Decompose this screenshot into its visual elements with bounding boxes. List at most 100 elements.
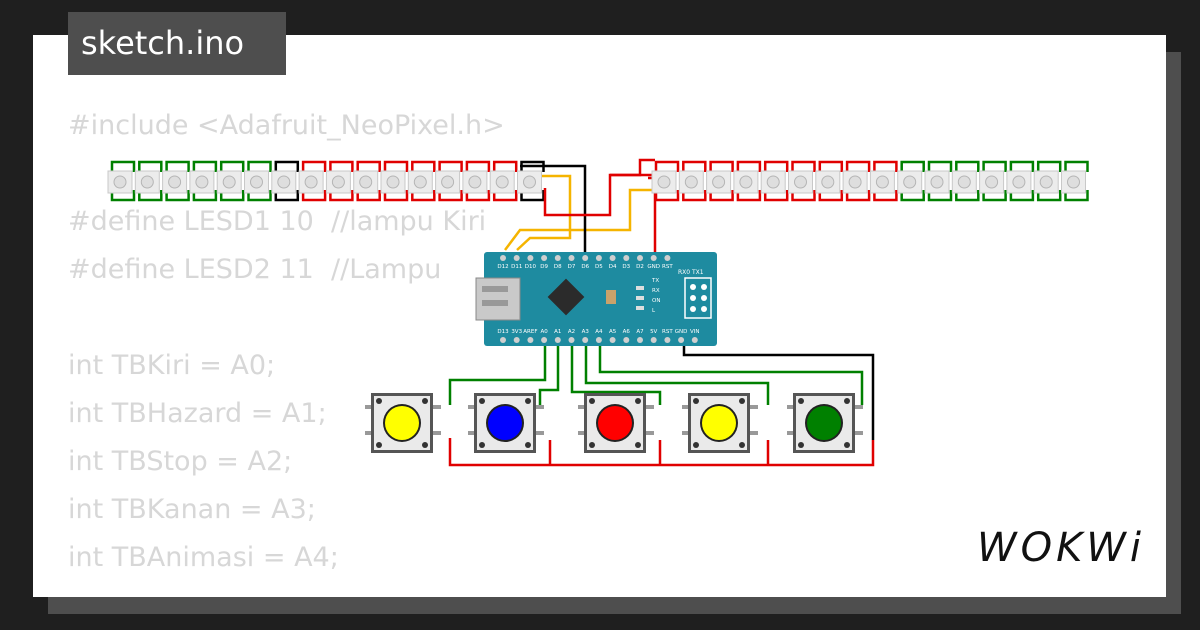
neopixel-lens xyxy=(168,175,182,189)
push-button[interactable] xyxy=(365,393,441,453)
push-button[interactable] xyxy=(787,393,863,453)
usb-connector xyxy=(475,277,521,321)
wire xyxy=(465,160,491,202)
pin[interactable] xyxy=(691,337,698,343)
wire xyxy=(682,338,875,440)
wire xyxy=(448,438,875,467)
led-label: L xyxy=(652,308,656,314)
pin[interactable] xyxy=(637,337,643,343)
pin-label: D11 xyxy=(511,264,522,270)
neopixel-lens xyxy=(250,175,263,189)
neopixel-lens xyxy=(766,175,780,189)
pin[interactable] xyxy=(678,337,685,343)
button-cap[interactable] xyxy=(385,406,419,440)
neopixel-lens xyxy=(1039,175,1053,189)
wire xyxy=(1036,160,1062,202)
push-buttons[interactable] xyxy=(365,393,863,453)
wire xyxy=(138,160,163,202)
code-line: int TBHazard = A1; xyxy=(68,398,327,429)
neopixel-lens xyxy=(140,175,154,189)
led-label: ON xyxy=(652,298,660,304)
pin[interactable] xyxy=(637,255,643,261)
code-line: #define LESD1 10 //lampu Kiri xyxy=(68,206,487,237)
pin[interactable] xyxy=(568,337,575,343)
pin-label: D5 xyxy=(595,264,603,270)
pin[interactable] xyxy=(582,337,589,343)
pin-label: A2 xyxy=(568,329,575,335)
wire xyxy=(538,345,560,405)
neopixel-lens xyxy=(277,175,291,189)
pin[interactable] xyxy=(500,337,506,343)
neopixel-lens xyxy=(468,175,482,189)
pin[interactable] xyxy=(650,337,657,343)
pin-label: 5V xyxy=(650,329,657,335)
button-cap[interactable] xyxy=(702,406,736,440)
pin[interactable] xyxy=(527,255,534,261)
pin[interactable] xyxy=(609,255,616,261)
led-indicator xyxy=(636,286,644,290)
code-line: #include <Adafruit_NeoPixel.h> xyxy=(68,110,505,141)
button-cap[interactable] xyxy=(488,406,522,440)
pin[interactable] xyxy=(582,255,589,261)
wire xyxy=(927,160,953,202)
led-label: RX xyxy=(652,288,660,294)
neopixel-lens xyxy=(739,175,753,189)
pin-label: D7 xyxy=(568,264,576,270)
wire xyxy=(763,160,789,202)
pin-label: D13 xyxy=(497,329,509,335)
wire xyxy=(329,160,354,202)
pin-label: 3V3 xyxy=(511,329,522,335)
push-button[interactable] xyxy=(682,393,758,453)
neopixel-lens xyxy=(413,175,427,189)
pin-label: AREF xyxy=(523,329,537,335)
wire xyxy=(356,160,381,202)
pin[interactable] xyxy=(554,337,561,343)
pin[interactable] xyxy=(623,337,630,343)
neopixel-lens xyxy=(657,175,671,189)
neopixel-lens xyxy=(848,175,862,189)
header-label: RX0 TX1 xyxy=(678,269,704,276)
pin[interactable] xyxy=(527,337,534,343)
pin[interactable] xyxy=(541,255,548,261)
wire xyxy=(383,160,409,202)
pin[interactable] xyxy=(595,337,602,343)
code-line: int TBAnimasi = A4; xyxy=(68,542,339,573)
pin[interactable] xyxy=(623,255,630,261)
button-cap[interactable] xyxy=(598,406,632,440)
wire xyxy=(682,160,707,202)
pin[interactable] xyxy=(609,337,616,343)
pin[interactable] xyxy=(500,255,506,261)
pin[interactable] xyxy=(554,255,561,261)
wokwi-logo: WOKWi xyxy=(977,525,1145,571)
push-button[interactable] xyxy=(468,393,544,453)
pin[interactable] xyxy=(664,255,671,261)
neopixel-lens xyxy=(903,175,917,189)
button-cap[interactable] xyxy=(807,406,841,440)
code-line: #define LESD2 11 //Lampu xyxy=(68,254,442,285)
neopixel-lens xyxy=(113,175,127,189)
wire xyxy=(1009,160,1035,202)
pin[interactable] xyxy=(568,255,575,261)
wire xyxy=(736,160,762,202)
wire xyxy=(274,160,300,202)
push-button[interactable] xyxy=(578,393,654,453)
pin-label: A7 xyxy=(636,329,644,335)
wire xyxy=(301,160,327,202)
pin[interactable] xyxy=(650,255,657,261)
pin[interactable] xyxy=(664,337,671,343)
neopixel-strips[interactable] xyxy=(107,170,1086,194)
sketch-title[interactable]: sketch.ino xyxy=(68,12,286,75)
pin[interactable] xyxy=(513,337,520,343)
neopixel-lens xyxy=(1067,175,1080,189)
pin[interactable] xyxy=(541,337,548,343)
neopixel-lens xyxy=(875,175,889,189)
icsp-header xyxy=(684,277,712,319)
pin[interactable] xyxy=(513,255,520,261)
pin[interactable] xyxy=(595,255,602,261)
code-line: int TBKiri = A0; xyxy=(68,350,276,381)
led-indicator xyxy=(636,306,644,310)
